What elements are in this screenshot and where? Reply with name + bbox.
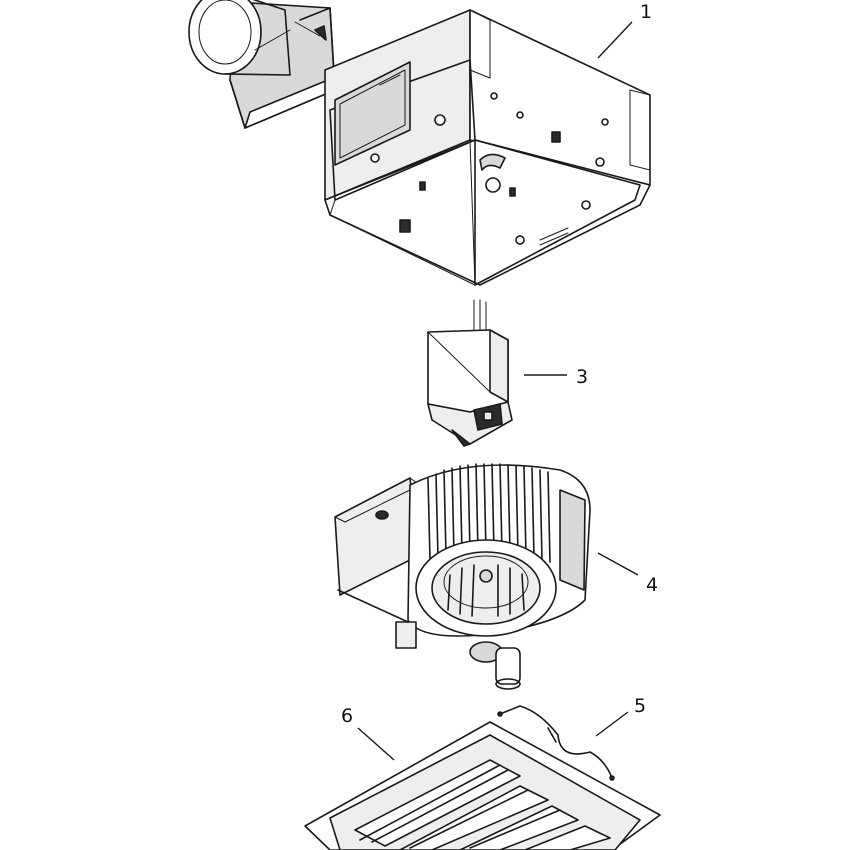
- leader-line-5: [595, 711, 629, 737]
- callout-4: 4: [646, 574, 658, 596]
- leader-line-6: [357, 727, 395, 761]
- callout-1: 1: [640, 1, 652, 23]
- duct-connector-part: [188, 0, 341, 129]
- blower-assembly-part: [334, 463, 591, 690]
- callout-5: 5: [634, 695, 646, 717]
- callout-6: 6: [341, 705, 353, 727]
- grille-part: [304, 705, 661, 850]
- leader-line-1: [597, 21, 633, 59]
- motor-plate-part: [427, 299, 513, 447]
- callout-3: 3: [576, 366, 588, 388]
- leader-line-4: [597, 552, 639, 576]
- fan-housing-part: [324, 9, 651, 286]
